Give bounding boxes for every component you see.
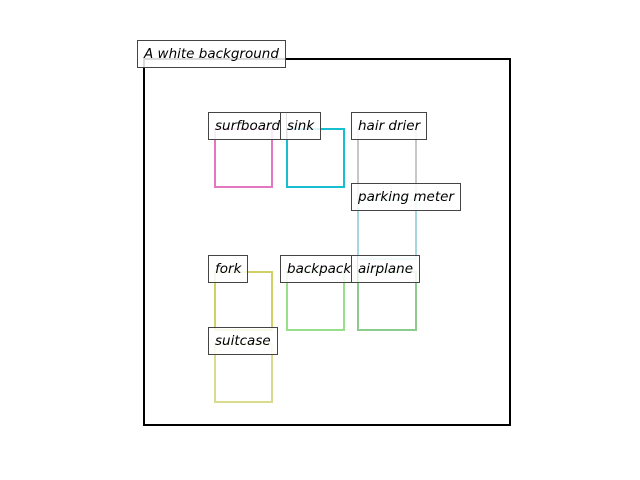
parking-meter-label: parking meter bbox=[351, 183, 461, 211]
fork-label: fork bbox=[208, 255, 249, 283]
title-label: A white background bbox=[137, 40, 286, 68]
sink-label: sink bbox=[280, 112, 322, 140]
hair-drier-label: hair drier bbox=[351, 112, 428, 140]
surfboard-label: surfboard bbox=[208, 112, 288, 140]
backpack-label: backpack bbox=[280, 255, 359, 283]
background-frame bbox=[143, 58, 511, 426]
airplane-label: airplane bbox=[351, 255, 421, 283]
suitcase-label: suitcase bbox=[208, 327, 278, 355]
